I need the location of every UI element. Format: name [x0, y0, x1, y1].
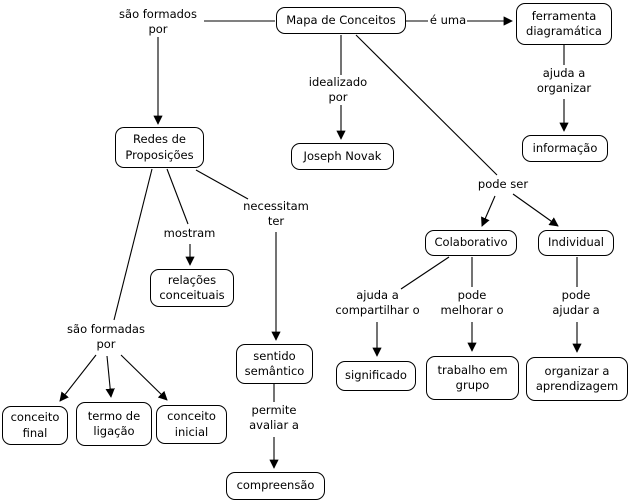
connector-arrow — [512, 193, 559, 227]
node-joseph-novak[interactable]: Joseph Novak — [291, 143, 394, 170]
link-label-e-uma[interactable]: é uma — [429, 13, 467, 27]
node-conceito-final[interactable]: conceito final — [2, 406, 68, 445]
link-label-mostram[interactable]: mostram — [163, 226, 216, 240]
node-colaborativo[interactable]: Colaborativo — [425, 230, 517, 256]
connector-line — [400, 256, 450, 290]
connector-arrow — [120, 354, 168, 401]
node-individual[interactable]: Individual — [538, 230, 614, 256]
link-label-idealizado-por[interactable]: idealizado por — [308, 75, 368, 105]
node-redes-de-proposicoes[interactable]: Redes de Proposições — [115, 127, 204, 168]
node-significado[interactable]: significado — [336, 361, 416, 391]
link-label-sao-formadas-por[interactable]: são formadas por — [67, 322, 145, 352]
node-informacao[interactable]: informação — [522, 135, 608, 162]
node-organizar-a-aprendizagem[interactable]: organizar a aprendizagem — [526, 357, 628, 401]
node-sentido-semantico[interactable]: sentido semântico — [236, 344, 313, 384]
connector-arrow — [105, 355, 115, 398]
link-label-pode-melhorar-o[interactable]: pode melhorar o — [440, 288, 504, 318]
connector-arrow — [481, 195, 496, 227]
node-mapa-de-conceitos[interactable]: Mapa de Conceitos — [276, 7, 406, 34]
link-label-pode-ser[interactable]: pode ser — [477, 177, 529, 191]
connector-arrow — [59, 354, 97, 402]
link-label-permite-avaliar-a[interactable]: permite avaliar a — [249, 403, 299, 433]
link-label-ajuda-a-organizar[interactable]: ajuda a organizar — [536, 66, 592, 96]
link-label-sao-formados-por[interactable]: são formados por — [119, 7, 197, 37]
node-ferramenta-diagramatica[interactable]: ferramenta diagramática — [516, 3, 612, 45]
node-termo-de-ligacao[interactable]: termo de ligação — [76, 402, 152, 446]
node-trabalho-em-grupo[interactable]: trabalho em grupo — [426, 356, 519, 400]
link-label-pode-ajudar-a[interactable]: pode ajudar a — [552, 288, 600, 318]
node-relacoes-conceituais[interactable]: relações conceituais — [150, 269, 234, 307]
connector-line — [113, 168, 153, 321]
connector-line — [195, 169, 249, 200]
connector-line — [355, 34, 498, 176]
link-label-ajuda-a-compartilhar-o[interactable]: ajuda a compartilhar o — [335, 288, 420, 318]
node-conceito-inicial[interactable]: conceito inicial — [156, 405, 227, 444]
node-compreensao[interactable]: compreensão — [226, 472, 325, 500]
connector-line — [166, 168, 189, 225]
link-label-necessitam-ter[interactable]: necessitam ter — [243, 199, 309, 229]
